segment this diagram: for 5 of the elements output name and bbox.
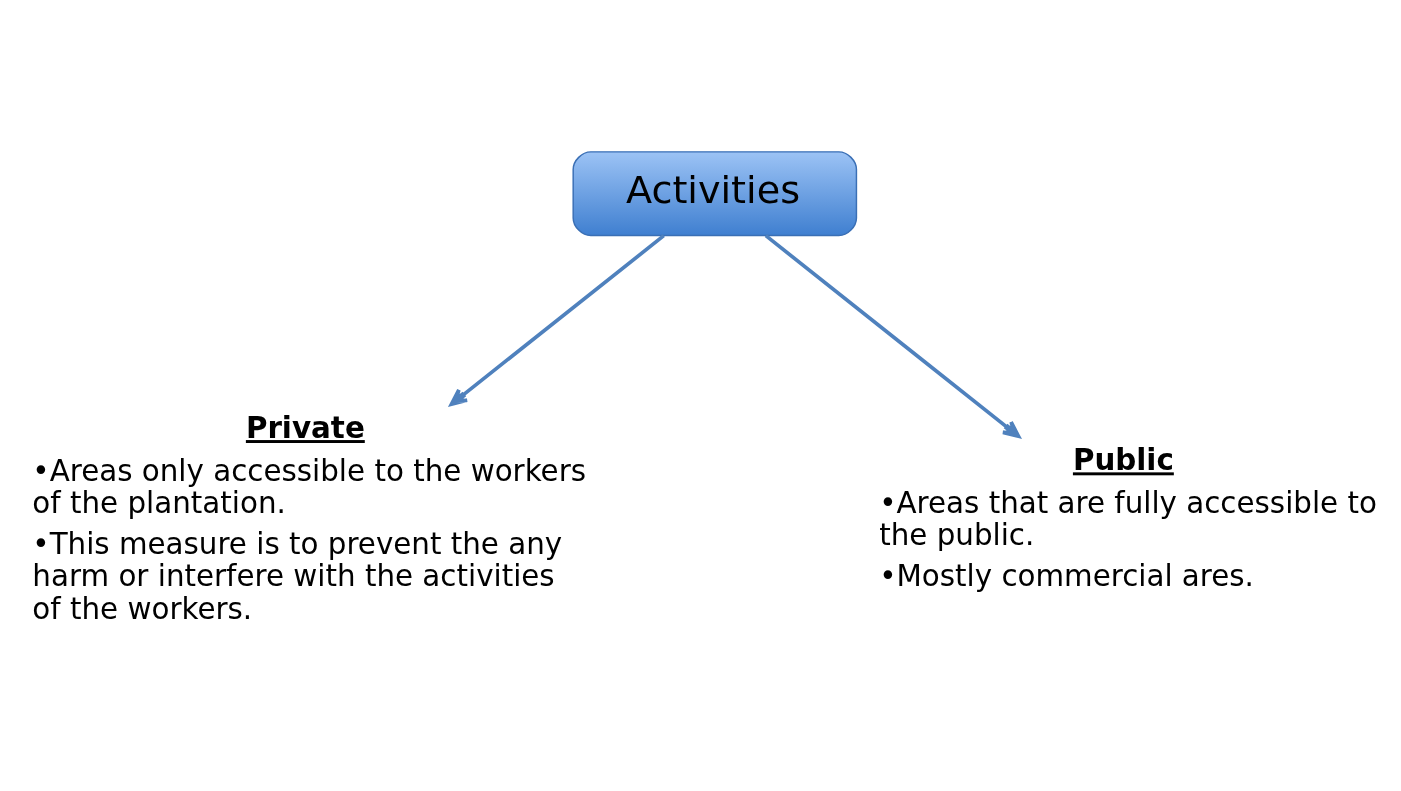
node-text: Private •Areas only accessible to the workers of the plantation. •This measure is to prevent the any harm or interfere with the activities of the workers. (32, 411, 587, 626)
node-box: Activities (572, 151, 858, 237)
arrow (449, 234, 665, 407)
node-text: Public •Areas that are fully accessible to the public. •Mostly commercial ares. (879, 443, 1377, 594)
arrow (764, 234, 1021, 439)
